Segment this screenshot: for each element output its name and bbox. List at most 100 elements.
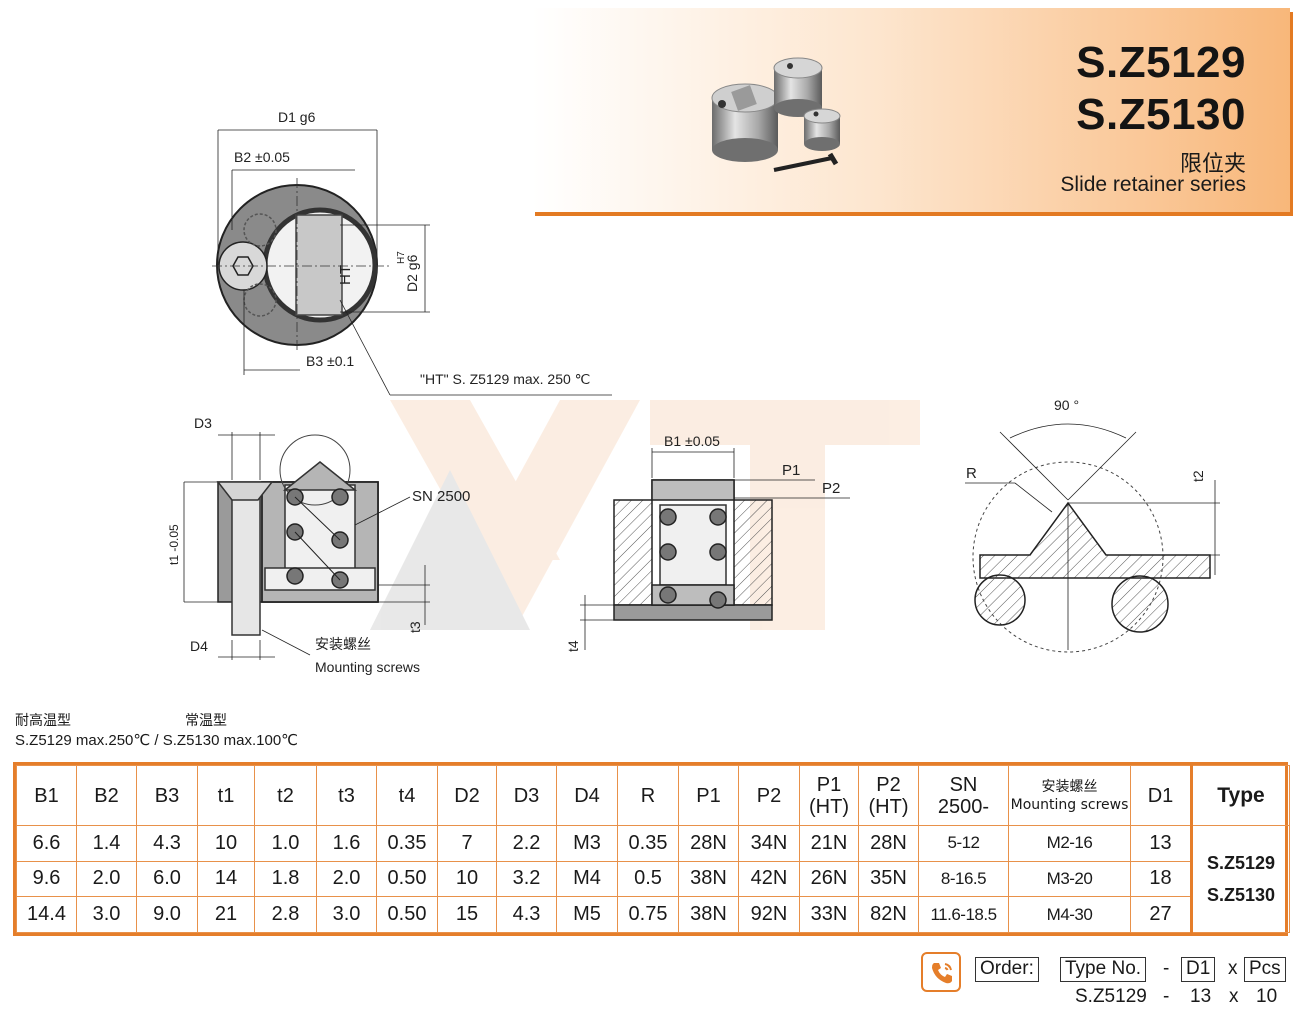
cell: 0.35: [617, 825, 679, 862]
label-d1: D1 g6: [278, 109, 316, 125]
cell: 82N: [858, 896, 919, 933]
label-t3: t3: [407, 621, 423, 633]
example-d1: 13: [1190, 986, 1212, 1007]
cell: M2-16: [1008, 825, 1131, 862]
label-b3: B3 ±0.1: [306, 353, 354, 369]
technical-drawings: D1 g6 B2 ±0.05 D2 g6 H7 HT B3 ±0.1 "HT" …: [167, 109, 1220, 675]
type-cell: S.Z5129 S.Z5130: [1190, 825, 1290, 933]
cell: 1.8: [254, 860, 317, 898]
ht-type-cn: 耐高温型: [15, 713, 71, 729]
cell: 0.5: [617, 860, 679, 898]
cell: 28N: [858, 825, 919, 862]
cell: 1.6: [316, 825, 377, 862]
label-t1: t1 -0.05: [167, 524, 181, 565]
cell: 2.2: [496, 825, 557, 862]
cell: 2.8: [254, 896, 317, 933]
th-b2: B2: [76, 765, 137, 826]
th-t3: t3: [316, 765, 377, 826]
cell: 21N: [799, 825, 859, 862]
table-row: 6.6 1.4 4.3 10 1.0 1.6 0.35 7 2.2 M3 0.3…: [16, 825, 1290, 933]
cell: 1.0: [254, 825, 317, 862]
th-p1: P1: [678, 765, 739, 826]
th-t2: t2: [254, 765, 317, 826]
label-ht-note: "HT" S. Z5129 max. 250 ℃: [420, 371, 590, 387]
label-angle: 90 °: [1054, 397, 1079, 413]
cell: M5: [556, 896, 618, 933]
cell: 35N: [858, 860, 919, 898]
th-p2-ht: P2(HT): [858, 765, 919, 826]
label-screws-cn: 安装螺丝: [315, 637, 371, 653]
cell: 42N: [738, 860, 800, 898]
cell: 4.3: [496, 896, 557, 933]
cell: 28N: [678, 825, 739, 862]
th-b1: B1: [16, 765, 77, 826]
cell: 9.0: [136, 896, 198, 933]
title-english: Slide retainer series: [1060, 173, 1246, 196]
cell: 1.4: [76, 825, 137, 862]
order-pcs: Pcs: [1244, 957, 1286, 982]
cell: 10: [197, 825, 255, 862]
cell: 6.0: [136, 860, 198, 898]
cell: 38N: [678, 896, 739, 933]
type-note-cn: 耐高温型 常温型: [15, 710, 227, 730]
cell: 0.50: [376, 896, 438, 933]
cell: 15: [437, 896, 497, 933]
product-code-2: S.Z5130: [1076, 90, 1246, 139]
order-type-no: Type No.: [1060, 957, 1147, 982]
cell: 26N: [799, 860, 859, 898]
label-p1: P1: [782, 462, 800, 479]
cell: M3-20: [1008, 860, 1131, 898]
cell: 27: [1130, 896, 1192, 933]
th-p2: P2: [738, 765, 800, 826]
label-d3: D3: [194, 415, 212, 431]
phone-icon[interactable]: [921, 952, 961, 992]
cell: 0.35: [376, 825, 438, 862]
detail-view: [965, 423, 1220, 653]
th-d4: D4: [556, 765, 618, 826]
cell: M4-30: [1008, 896, 1131, 933]
order-dash: -: [1163, 958, 1170, 979]
cell: 0.50: [376, 860, 438, 898]
cell: 10: [437, 860, 497, 898]
section-view-left: [183, 432, 430, 660]
top-view: [212, 129, 612, 396]
th-type: Type: [1190, 765, 1290, 826]
cell: 5-12: [918, 825, 1009, 862]
cell: M3: [556, 825, 618, 862]
type-s-z5130: S.Z5130: [1206, 885, 1276, 905]
cell: 14: [197, 860, 255, 898]
section-view-middle: [580, 448, 850, 650]
th-t1: t1: [197, 765, 255, 826]
cell: 6.6: [16, 825, 77, 862]
th-r: R: [617, 765, 679, 826]
product-code-1: S.Z5129: [1076, 38, 1246, 87]
spec-table: B1 B2 B3 t1 t2 t3 t4 D2 D3 D4 R P1 P2 P1…: [13, 762, 1290, 936]
example-type: S.Z5129: [1075, 986, 1147, 1007]
order-d1: D1: [1181, 957, 1216, 982]
th-t4: t4: [376, 765, 438, 826]
cell: 3.0: [76, 896, 137, 933]
table-row: 9.6 2.0 6.0 14 1.8 2.0 0.50 10 3.2 M4 0.…: [16, 860, 1290, 898]
order-x: x: [1228, 958, 1238, 979]
label-ht: HT: [337, 265, 354, 285]
product-photo: [711, 57, 841, 172]
label-b1: B1 ±0.05: [664, 433, 720, 449]
example-x: x: [1229, 986, 1239, 1007]
normal-type-cn: 常温型: [185, 713, 227, 729]
cell: 0.75: [617, 896, 679, 933]
order-label: Order:: [975, 957, 1039, 982]
example-pcs: 10: [1256, 986, 1278, 1007]
label-r: R: [966, 465, 977, 482]
max-temp-note: S.Z5129 max.250℃ / S.Z5130 max.100℃: [15, 732, 299, 749]
th-p1-ht: P1(HT): [799, 765, 859, 826]
cell: 21: [197, 896, 255, 933]
cell: 14.4: [16, 896, 77, 933]
cell: 33N: [799, 896, 859, 933]
cell: 4.3: [136, 825, 198, 862]
example-dash: -: [1163, 986, 1170, 1007]
label-sn: SN 2500: [412, 488, 470, 505]
table-header-row: B1 B2 B3 t1 t2 t3 t4 D2 D3 D4 R P1 P2 P1…: [16, 765, 1290, 826]
label-d2: D2 g6: [404, 254, 420, 292]
